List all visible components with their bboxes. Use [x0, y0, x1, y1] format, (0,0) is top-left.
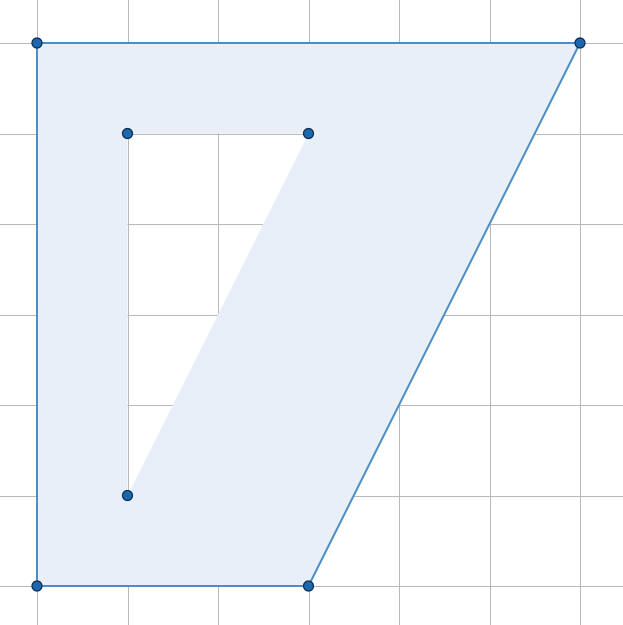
outer-vertex-point[interactable]	[302, 580, 315, 592]
hole-vertex-point[interactable]	[121, 127, 134, 140]
hole-vertex-point[interactable]	[121, 489, 134, 502]
shaded-region	[37, 43, 580, 586]
outer-vertex-point[interactable]	[31, 580, 43, 592]
region-with-hole	[37, 43, 580, 586]
outer-vertex-point[interactable]	[574, 37, 586, 49]
outer-vertex-point[interactable]	[31, 37, 43, 49]
vertices	[31, 37, 586, 592]
hole-vertex-point[interactable]	[302, 127, 315, 140]
